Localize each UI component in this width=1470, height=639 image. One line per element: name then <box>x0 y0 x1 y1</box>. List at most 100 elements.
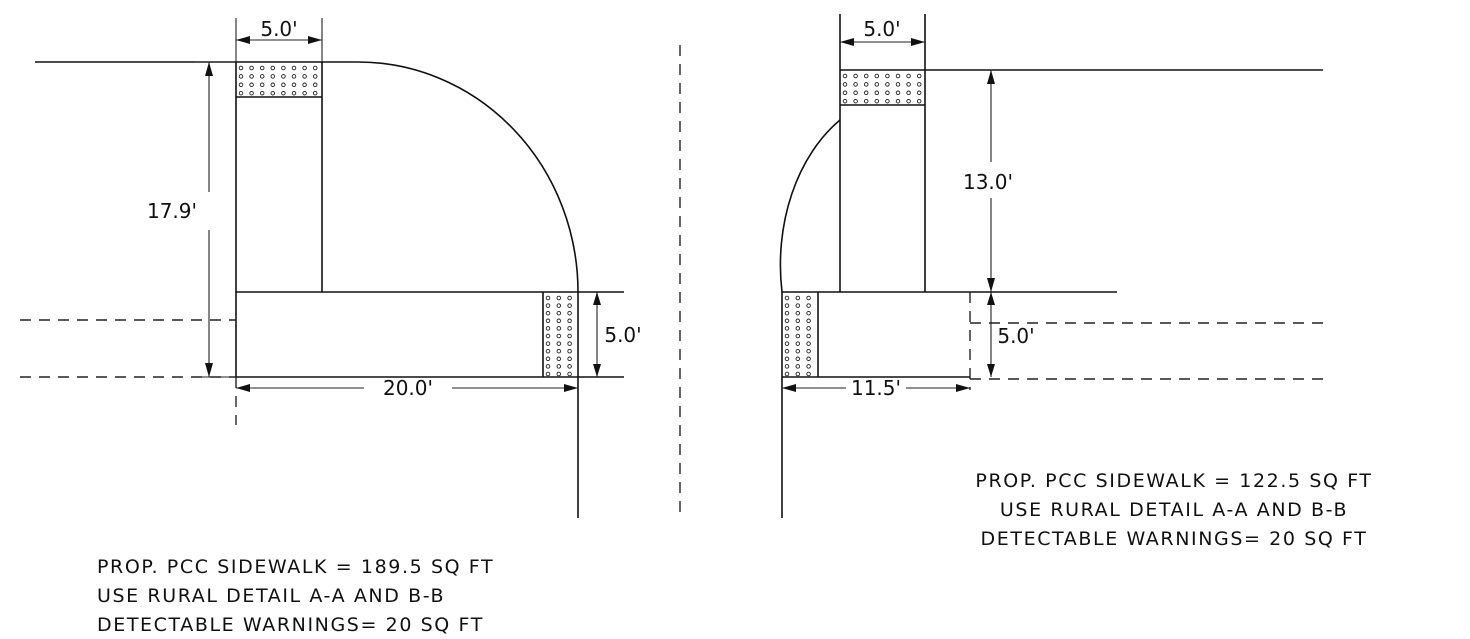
warning-dome <box>795 326 801 331</box>
right-plan: 5.0' 13.0' 5.0' 11.5' PROP. PCC SIDEWALK… <box>779 14 1372 550</box>
right-top-dim-arrow-2 <box>911 38 925 46</box>
warning-dome <box>238 74 244 79</box>
warning-dome <box>545 348 551 354</box>
right-top-dim-arrow-1 <box>840 38 854 46</box>
warning-dome <box>895 90 901 96</box>
warning-dome <box>556 356 562 362</box>
right-detectable-warning-bottom <box>784 295 811 377</box>
warning-dome <box>259 90 265 96</box>
warning-dome <box>567 341 572 346</box>
warning-dome <box>906 73 911 79</box>
warning-dome <box>806 318 811 324</box>
right-bottom-length-label: 11.5' <box>851 376 901 400</box>
warning-dome <box>302 65 307 71</box>
warning-dome <box>567 295 572 301</box>
warning-dome <box>806 356 811 362</box>
warning-dome <box>795 356 801 362</box>
warning-dome <box>259 82 265 88</box>
warning-dome <box>312 90 318 96</box>
left-plan: 5.0' 17.9' 5.0' 20.0' PROP. PCC SIDEWALK… <box>20 17 642 636</box>
warning-dome <box>567 333 572 339</box>
warning-dome <box>556 348 562 354</box>
left-top-dim-arrow-2 <box>308 36 322 44</box>
warning-dome <box>895 82 901 87</box>
warning-dome <box>806 341 811 346</box>
warning-dome <box>556 318 562 324</box>
warning-dome <box>885 98 890 104</box>
warning-dome <box>312 82 318 88</box>
warning-dome <box>874 98 880 104</box>
warning-dome <box>567 348 572 354</box>
right-note-warnings: DETECTABLE WARNINGS= 20 SQ FT <box>981 528 1368 550</box>
left-height-dim-arrow-2 <box>205 363 213 377</box>
warning-dome <box>842 82 848 87</box>
warning-dome <box>874 73 880 79</box>
warning-dome <box>842 98 848 104</box>
warning-dome <box>249 65 254 71</box>
left-detectable-warning-bottom <box>545 295 572 377</box>
warning-dome <box>895 98 901 104</box>
warning-dome <box>784 295 790 301</box>
warning-dome <box>795 333 801 339</box>
warning-dome <box>874 90 880 96</box>
warning-dome <box>853 98 858 104</box>
left-bottom-dim-arrow-1 <box>236 384 250 392</box>
warning-dome <box>302 74 307 79</box>
warning-dome <box>312 65 318 71</box>
warning-dome <box>270 90 276 96</box>
warning-dome <box>567 371 572 377</box>
warning-dome <box>556 310 562 316</box>
warning-dome <box>784 348 790 354</box>
warning-dome <box>302 82 307 88</box>
warning-dome <box>259 65 265 71</box>
right-top-width-label: 5.0' <box>863 17 900 41</box>
warning-dome <box>795 371 801 377</box>
warning-dome <box>556 364 562 369</box>
warning-dome <box>784 303 790 308</box>
right-height-dim-arrow-2 <box>987 278 995 292</box>
warning-dome <box>795 310 801 316</box>
warning-dome <box>545 303 551 308</box>
warning-dome <box>784 310 790 316</box>
warning-dome <box>916 82 922 87</box>
warning-dome <box>567 303 572 308</box>
warning-dome <box>795 341 801 346</box>
warning-dome <box>842 90 848 96</box>
warning-dome <box>806 326 811 331</box>
warning-dome <box>916 90 922 96</box>
warning-dome <box>906 90 911 96</box>
warning-dome <box>795 318 801 324</box>
warning-dome <box>238 82 244 88</box>
warning-dome <box>281 74 286 79</box>
warning-dome <box>281 90 286 96</box>
warning-dome <box>795 295 801 301</box>
warning-dome <box>556 341 562 346</box>
warning-dome <box>853 73 858 79</box>
left-top-width-label: 5.0' <box>260 17 297 41</box>
warning-dome <box>806 348 811 354</box>
right-note-sidewalk-area: PROP. PCC SIDEWALK = 122.5 SQ FT <box>975 470 1372 492</box>
warning-dome <box>556 303 562 308</box>
right-height-label: 13.0' <box>963 170 1013 194</box>
warning-dome <box>567 318 572 324</box>
warning-dome <box>784 341 790 346</box>
warning-dome <box>806 295 811 301</box>
warning-dome <box>895 73 901 79</box>
warning-dome <box>853 82 858 87</box>
warning-dome <box>863 90 869 96</box>
warning-dome <box>556 333 562 339</box>
right-side-dim-arrow-2 <box>987 364 995 377</box>
left-side-width-label: 5.0' <box>604 323 641 347</box>
warning-dome <box>806 364 811 369</box>
warning-dome <box>291 90 297 96</box>
left-top-dim-arrow-1 <box>236 36 250 44</box>
left-height-dim-arrow-1 <box>205 62 213 76</box>
warning-dome <box>916 98 922 104</box>
left-detectable-warning-top <box>238 65 318 96</box>
warning-dome <box>567 310 572 316</box>
right-side-width-label: 5.0' <box>997 324 1034 348</box>
left-height-label: 17.9' <box>147 199 197 223</box>
warning-dome <box>302 90 307 96</box>
warning-dome <box>806 310 811 316</box>
warning-dome <box>795 348 801 354</box>
